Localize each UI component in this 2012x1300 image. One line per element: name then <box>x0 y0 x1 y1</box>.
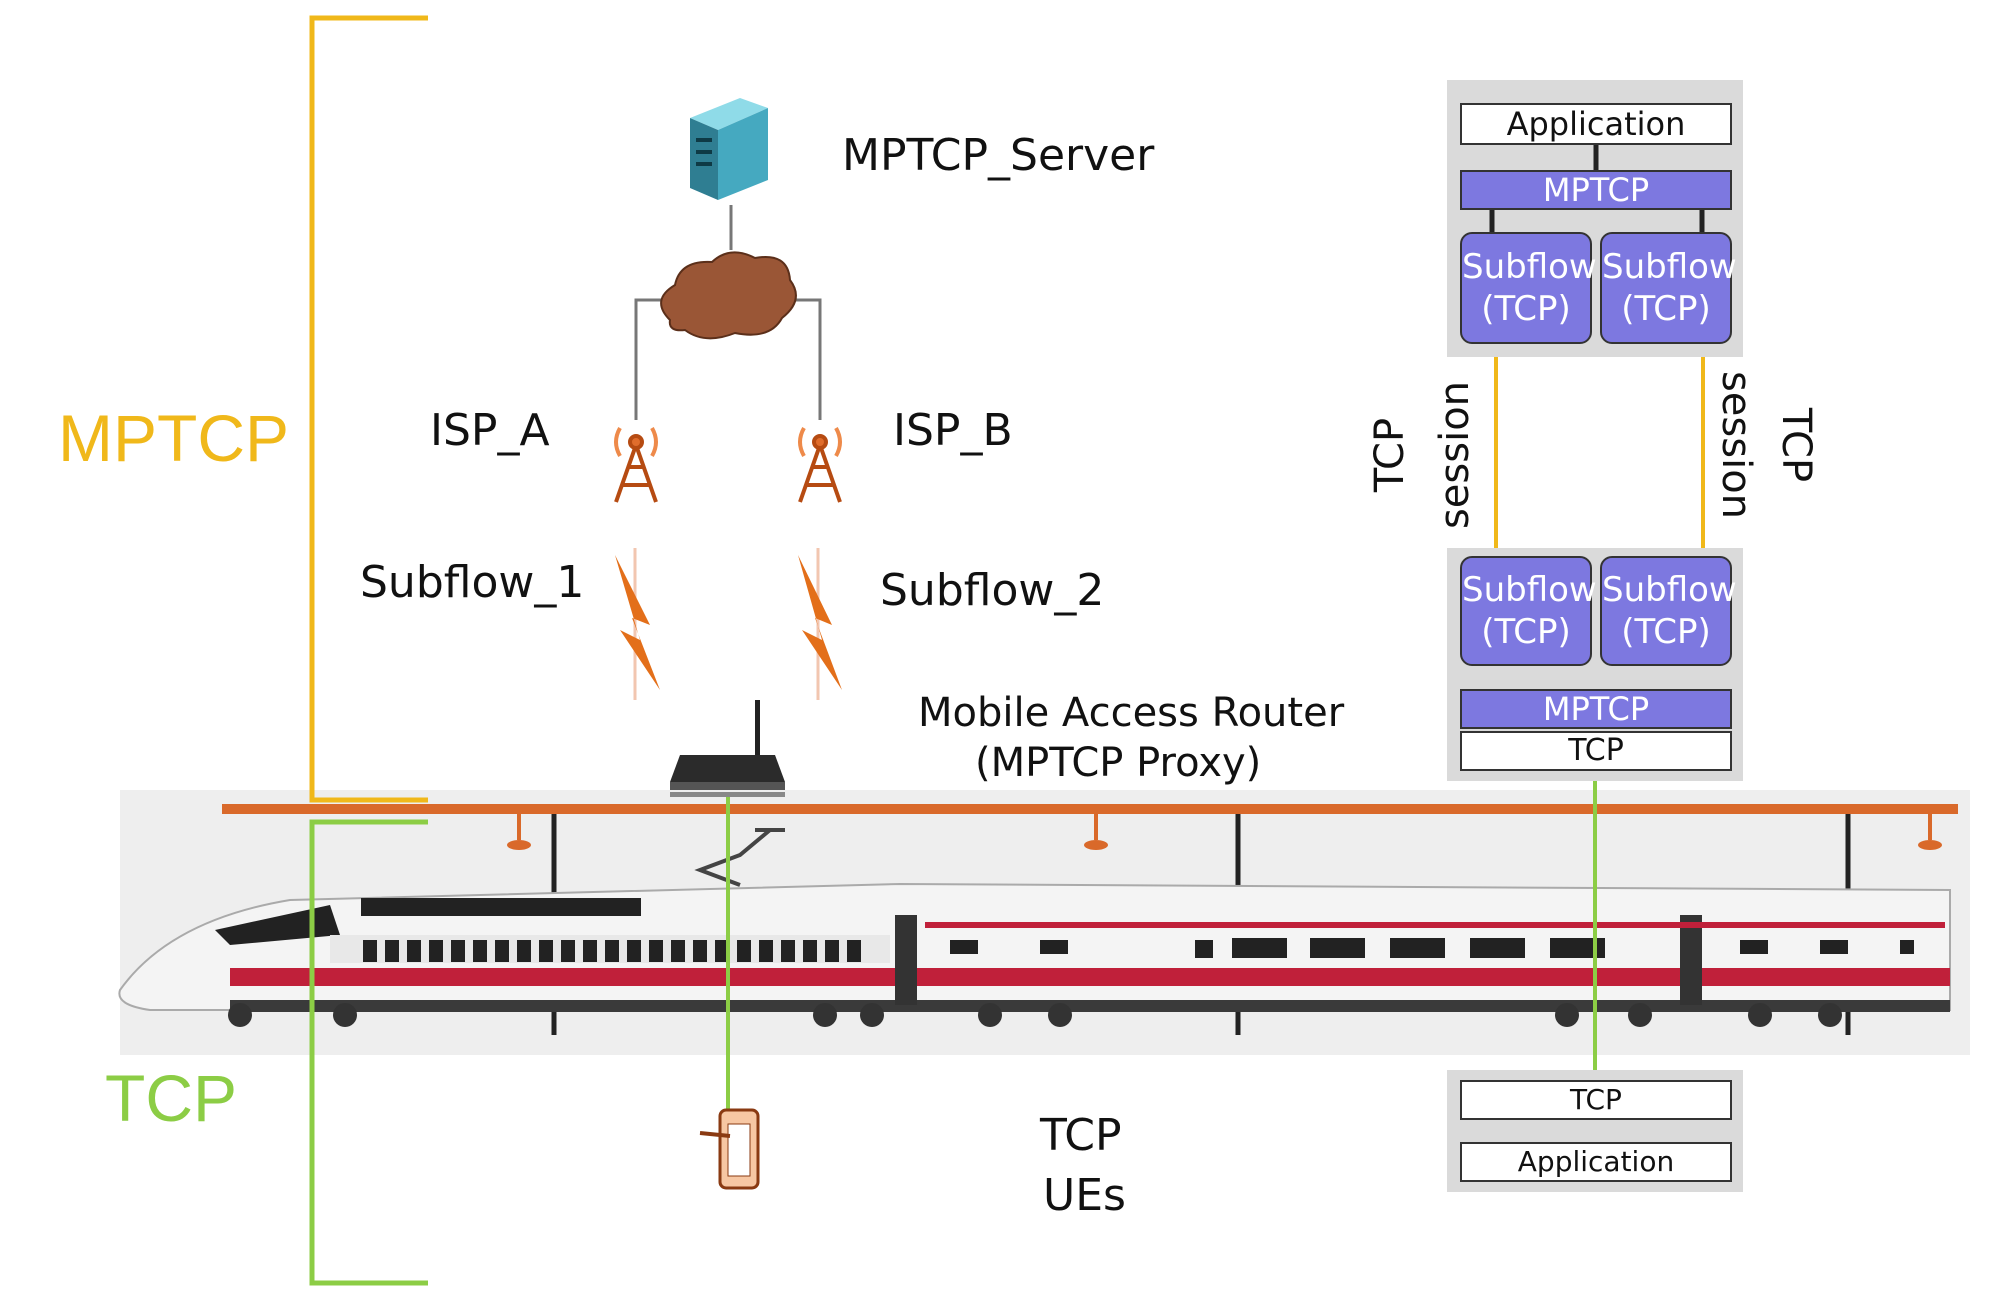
server-subflow-2-line2: (TCP) <box>1621 289 1711 329</box>
subflow-2-label: Subflow_2 <box>880 565 1105 616</box>
overhead-rail <box>222 804 1958 814</box>
tower-b-icon <box>798 427 842 503</box>
tower-a-icon <box>614 427 658 503</box>
subflow-2-lightning-icon <box>798 548 842 700</box>
router-label-line2: (MPTCP Proxy) <box>975 740 1262 786</box>
subflow-1-label: Subflow_1 <box>360 557 585 608</box>
cloud-icon <box>660 251 797 340</box>
proxy-subflow-1: Subflow (TCP) <box>1460 556 1597 666</box>
left-session-label: session <box>1432 380 1478 530</box>
tcp-section-label: TCP <box>105 1061 237 1135</box>
mptcp-section-label: MPTCP <box>58 401 289 475</box>
tcp-bracket <box>309 819 428 1286</box>
right-session-label: session <box>1713 370 1759 520</box>
server-label: MPTCP_Server <box>842 130 1155 181</box>
tablet-device-icon <box>699 1108 760 1190</box>
server-mptcp-layer: MPTCP <box>1460 170 1732 210</box>
server-subflow-1-line2: (TCP) <box>1481 289 1571 329</box>
server-subflow-1-line1: Subflow <box>1462 247 1597 287</box>
router-icon <box>670 700 785 797</box>
ue-tcp-layer: TCP <box>1460 1080 1732 1120</box>
server-subflow-1: Subflow (TCP) <box>1460 232 1597 344</box>
rail-lamps <box>507 814 1942 850</box>
right-session-tcp-label: TCP <box>1773 407 1819 483</box>
ues-label-line1: TCP <box>1040 1110 1122 1161</box>
pantograph-icon <box>694 828 785 887</box>
isp-a-label: ISP_A <box>430 405 550 456</box>
server-subflow-2: Subflow (TCP) <box>1600 232 1737 344</box>
isp-b-label: ISP_B <box>893 405 1013 456</box>
server-application-layer: Application <box>1460 103 1732 145</box>
mptcp-bracket <box>309 15 428 803</box>
router-label-line1: Mobile Access Router <box>918 690 1345 736</box>
proxy-subflow-1-line2: (TCP) <box>1481 612 1571 652</box>
proxy-subflow-2-line1: Subflow <box>1602 570 1737 610</box>
subflow-1-lightning-icon <box>615 548 660 700</box>
proxy-subflow-2: Subflow (TCP) <box>1600 556 1737 666</box>
proxy-subflow-2-line2: (TCP) <box>1621 612 1711 652</box>
train-icon <box>118 882 1951 1027</box>
left-session-tcp-label: TCP <box>1367 417 1413 493</box>
proxy-mptcp-layer: MPTCP <box>1460 689 1732 729</box>
ue-application-layer: Application <box>1460 1142 1732 1182</box>
server-subflow-2-line1: Subflow <box>1602 247 1737 287</box>
server-icon <box>690 98 768 200</box>
proxy-tcp-layer: TCP <box>1460 731 1732 771</box>
proxy-subflow-1-line1: Subflow <box>1462 570 1597 610</box>
ues-label-line2: UEs <box>1043 1170 1126 1221</box>
